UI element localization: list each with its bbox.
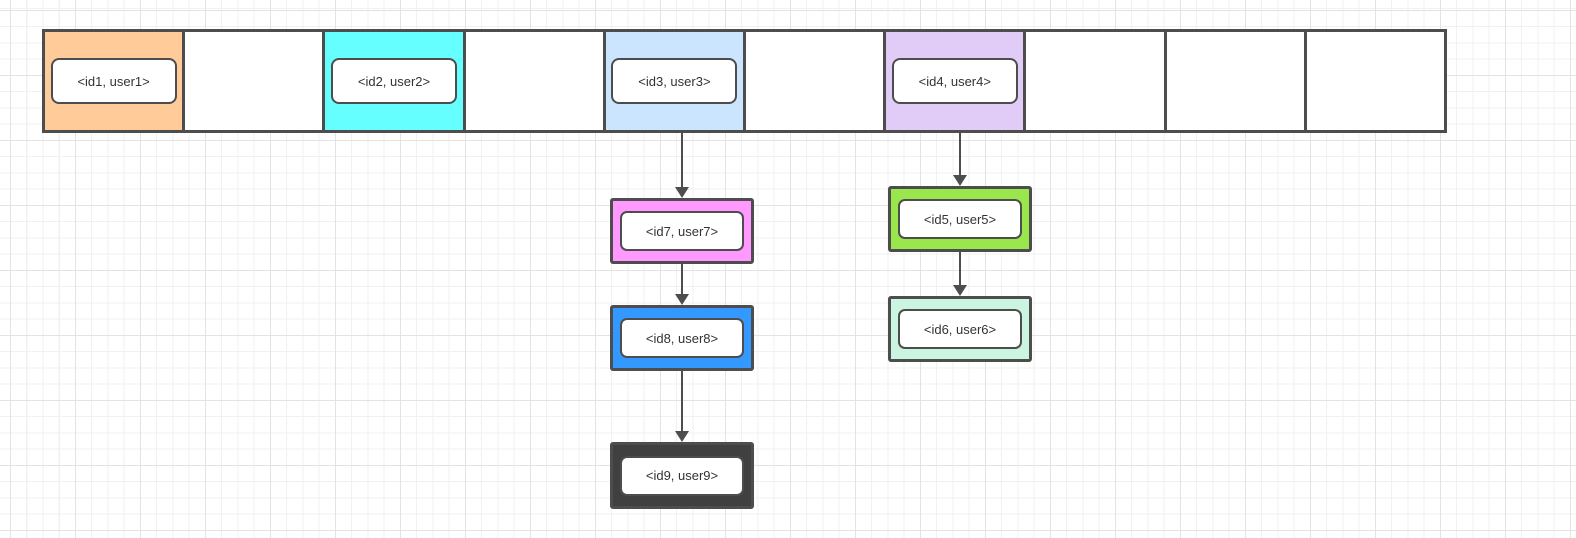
entry-pill-id9: <id9, user9>	[620, 455, 744, 496]
entry-pill-id4[interactable]: <id4, user4>	[891, 58, 1018, 104]
entry-pill-id5: <id5, user5>	[898, 199, 1022, 239]
bucket-cell-3[interactable]	[465, 32, 606, 130]
entry-pill-id2[interactable]: <id2, user2>	[331, 58, 457, 104]
chain-arrow-id7-to-id8[interactable]	[675, 263, 689, 305]
entry-pill-id7: <id7, user7>	[620, 211, 744, 251]
chain-node-id8[interactable]: <id8, user8>	[610, 305, 754, 371]
entry-pill-id8: <id8, user8>	[620, 318, 744, 358]
entry-label: <id7, user7>	[645, 223, 719, 239]
bucket-cell-7[interactable]	[1026, 32, 1167, 130]
entry-label: <id3, user3>	[638, 73, 711, 89]
entry-label: <id1, user1>	[77, 73, 150, 89]
bucket-cell-8[interactable]	[1166, 32, 1307, 130]
bucket-cell-1[interactable]	[185, 32, 326, 130]
chain-node-id7[interactable]: <id7, user7>	[610, 198, 754, 264]
entry-label: <id4, user4>	[918, 73, 991, 89]
entry-label: <id9, user9>	[645, 468, 719, 483]
entry-label: <id2, user2>	[357, 73, 431, 89]
bucket-cell-5[interactable]	[746, 32, 887, 130]
chain-node-id9[interactable]: <id9, user9>	[610, 442, 754, 509]
chain-arrow-id4-to-id5[interactable]	[953, 132, 967, 186]
bucket-cell-9[interactable]	[1306, 32, 1445, 130]
chain-node-id5[interactable]: <id5, user5>	[888, 186, 1032, 252]
bucket-cell-0[interactable]: <id1, user1>	[45, 32, 186, 130]
chain-arrow-id5-to-id6[interactable]	[953, 252, 967, 296]
entry-pill-id3[interactable]: <id3, user3>	[611, 58, 738, 104]
bucket-cell-2[interactable]: <id2, user2>	[325, 32, 466, 130]
entry-pill-id6: <id6, user6>	[898, 309, 1022, 349]
bucket-cell-4[interactable]: <id3, user3>	[605, 32, 747, 130]
entry-label: <id6, user6>	[923, 321, 997, 337]
hash-bucket-array: <id1, user1> <id2, user2> <id3, user3> <…	[42, 29, 1447, 133]
entry-pill-id1[interactable]: <id1, user1>	[50, 58, 177, 104]
entry-label: <id8, user8>	[645, 330, 719, 346]
chain-arrow-id3-to-id7[interactable]	[675, 132, 689, 198]
bucket-cell-6[interactable]: <id4, user4>	[886, 32, 1027, 130]
chain-arrow-id8-to-id9[interactable]	[675, 371, 689, 442]
chain-node-id6[interactable]: <id6, user6>	[888, 296, 1032, 362]
entry-label: <id5, user5>	[923, 211, 997, 227]
